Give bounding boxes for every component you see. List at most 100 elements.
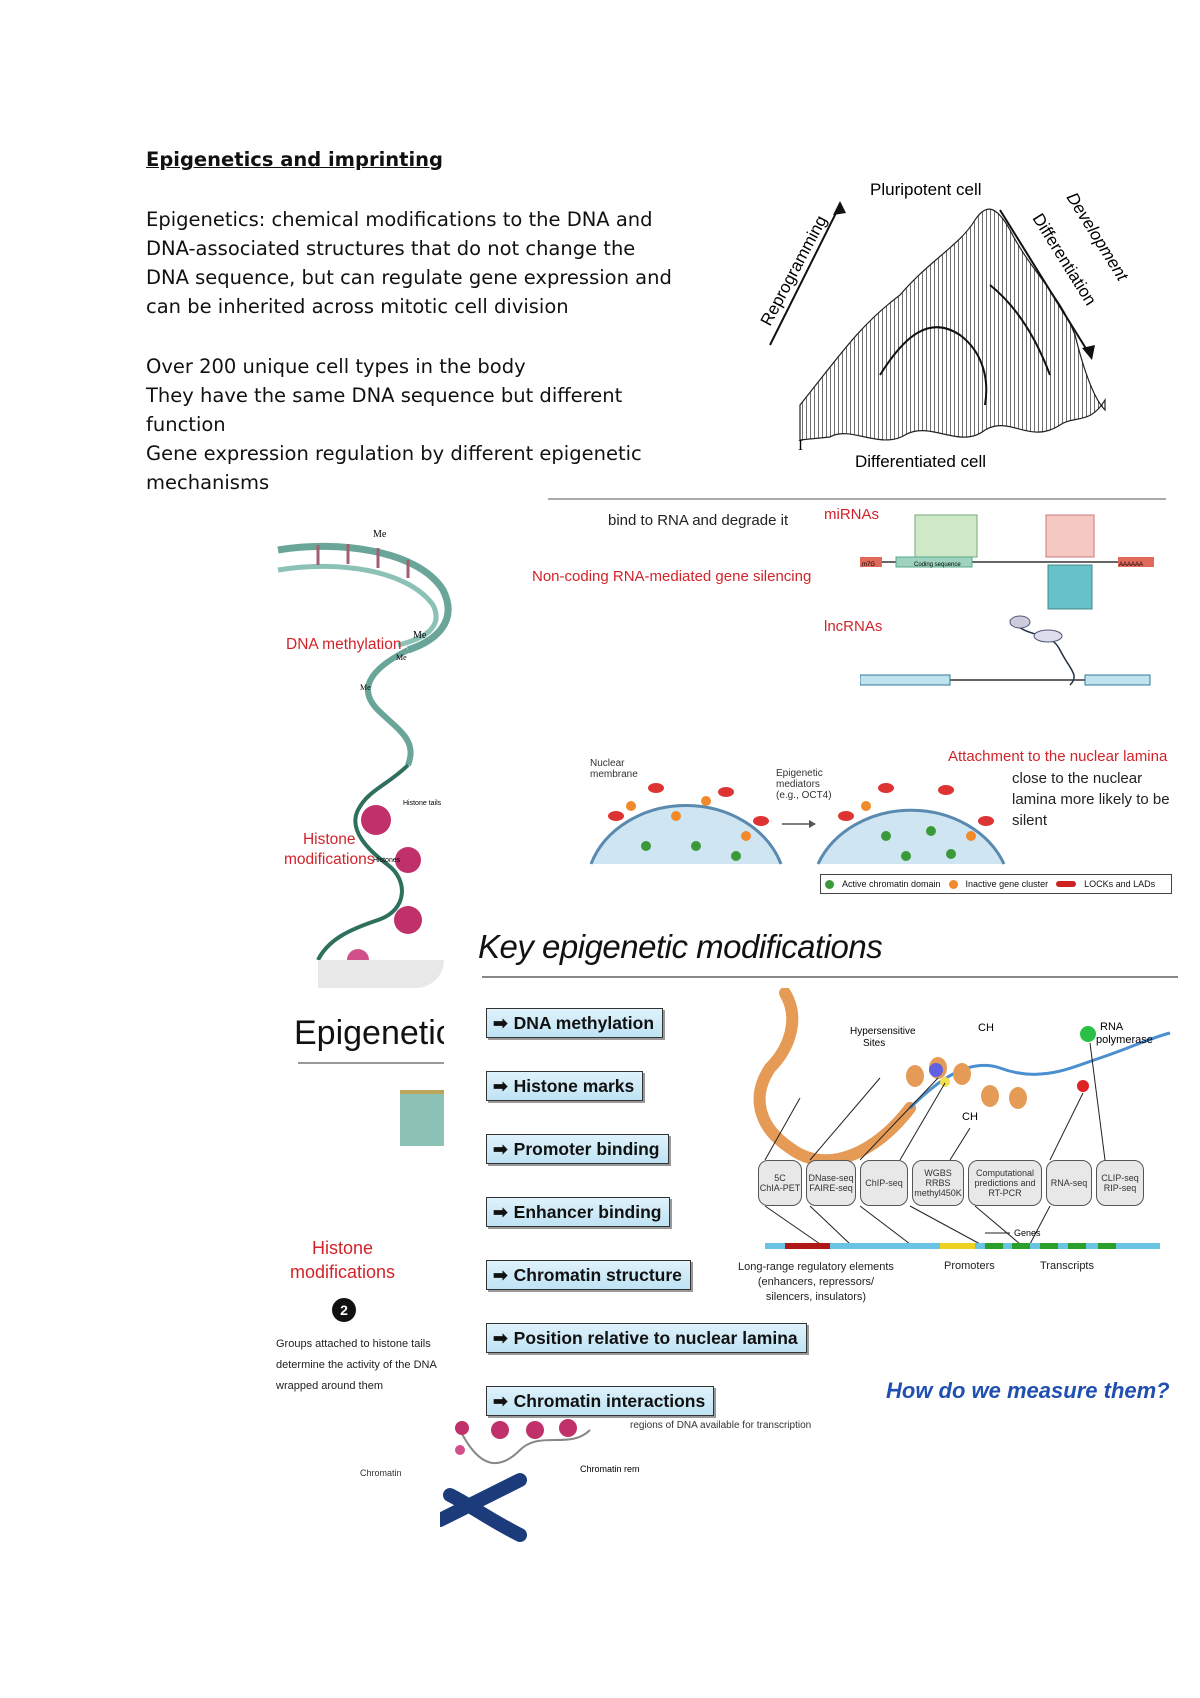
green-dot-icon	[825, 879, 834, 889]
histone-bead	[559, 1419, 577, 1437]
chromatin-drawing: Chromatin remodeller	[433, 1419, 667, 1542]
nucleus-drawing	[589, 783, 1006, 865]
helix-drawing: Me Me Me Me Histone tails Histones	[277, 529, 452, 984]
legend-item: Active chromatin domain	[842, 879, 941, 889]
label-line: membrane	[590, 769, 638, 780]
cursor-mark: I	[798, 438, 803, 454]
histone-bead	[455, 1445, 465, 1455]
box-line: DNase-seq	[808, 1173, 854, 1183]
chromatin-label: Chromatin	[360, 1468, 402, 1478]
pluripotent-label: Pluripotent cell	[870, 180, 982, 199]
mirna-box-teal	[1047, 564, 1093, 610]
box-line: RNA-seq	[1050, 1178, 1088, 1188]
label-line: (enhancers, repressors/	[757, 1276, 875, 1288]
protein-blob	[1033, 629, 1063, 643]
label-line: Histone	[312, 1238, 374, 1258]
sites-label: Sites	[863, 1038, 885, 1049]
orange-dot-icon	[948, 879, 958, 889]
methods-diagram: Hypersensitive Sites CH CH RNA polymeras…	[740, 987, 1180, 1318]
mirna-box-green	[914, 514, 978, 558]
item-nuclear-lamina-position: ➡Position relative to nuclear lamina	[486, 1323, 807, 1353]
nucleus-right	[816, 808, 1006, 865]
me-label: Me	[360, 683, 371, 692]
lncrna-label: lncRNAs	[824, 618, 883, 635]
box-line: ChIA-PET	[759, 1183, 801, 1193]
polymerase-label: polymerase	[1096, 1034, 1153, 1046]
definition-paragraph: Epigenetics: chemical modifications to t…	[146, 205, 672, 321]
transcription-note: regions of DNA available for transcripti…	[630, 1420, 812, 1431]
cell-types-paragraph: Over 200 unique cell types in the body T…	[146, 352, 642, 497]
landscape-surface	[799, 208, 1106, 441]
histone-bead	[455, 1421, 469, 1435]
me-label: Me	[413, 630, 427, 641]
arrow-head	[833, 201, 846, 215]
remodeller-label: Chromatin remodeller	[580, 1464, 640, 1474]
document-title: Epigenetics and imprinting	[146, 148, 443, 171]
gene-box	[1084, 674, 1151, 686]
text-line: Over 200 unique cell types in the body	[146, 355, 526, 378]
label-line: modifications	[290, 1262, 396, 1282]
arrow-icon: ➡	[493, 1265, 508, 1285]
epigenetic-slide-title: Epigenetic	[294, 1014, 444, 1052]
rna-diagram: Coding sequence AAAAAA m7G	[859, 510, 1160, 700]
box-line: WGBS	[924, 1168, 952, 1178]
promoters-label: Promoters	[944, 1260, 995, 1272]
dna-methylation-label: DNA methylation	[286, 636, 402, 653]
chromosome-arm	[443, 1488, 527, 1542]
rna-polymerase-icon	[1080, 1026, 1096, 1042]
measure-question: How do we measure them?	[886, 1378, 1170, 1403]
nucleosomes	[906, 1057, 1027, 1109]
arrow-icon: ➡	[493, 1076, 508, 1096]
inactive-gene-clusters	[626, 796, 976, 841]
lamina-title: Attachment to the nuclear lamina	[948, 748, 1168, 765]
histone-bead	[395, 847, 421, 873]
polya-box	[1118, 557, 1154, 567]
hypersensitive-label: Hypersensitive	[850, 1026, 916, 1037]
me-label: Me	[373, 529, 387, 540]
chromatin-fibre	[459, 1429, 591, 1465]
helix-rungs	[316, 544, 410, 578]
box-line: methyl450K	[914, 1188, 962, 1198]
note-line: close to the nuclear	[1012, 770, 1143, 787]
key-mods-heading: Key epigenetic modifications	[478, 928, 883, 965]
note-line: lamina more likely to be	[1012, 791, 1170, 808]
helix-strand	[277, 563, 439, 648]
transcript-icon	[1077, 1080, 1089, 1092]
legend-item: LOCKs and LADs	[1084, 879, 1156, 889]
transcript-elements	[985, 1243, 1116, 1249]
coding-sequence-box	[895, 556, 973, 568]
step-badge: 2	[332, 1298, 356, 1322]
text-line: DNA-associated structures that do not ch…	[146, 237, 636, 260]
box-line: RIP-seq	[1103, 1183, 1137, 1193]
connector-arrows	[764, 1042, 1106, 1245]
box-line: RT-PCR	[988, 1188, 1022, 1198]
gene-box	[859, 674, 951, 686]
cap-box	[860, 557, 882, 567]
text-line: mechanisms	[146, 471, 270, 494]
item-label: Histone marks	[513, 1076, 635, 1096]
differentiation-arrow	[999, 209, 1091, 356]
item-chromatin-structure: ➡Chromatin structure	[486, 1260, 691, 1290]
lamina-legend: Active chromatin domain Inactive gene cl…	[820, 874, 1172, 894]
slide-description: Groups attached to histone tails determi…	[276, 1334, 444, 1397]
nuclear-membrane-label: Nuclear membrane	[590, 758, 638, 780]
valley-ridge	[879, 326, 988, 406]
item-enhancer-binding: ➡Enhancer binding	[486, 1197, 671, 1227]
box-line: predictions and	[974, 1178, 1036, 1188]
histone-bead	[361, 805, 391, 835]
long-range-label: Long-range regulatory elements (enhancer…	[738, 1260, 894, 1305]
label-line: mediators	[776, 779, 820, 790]
ncrna-title: Non-coding RNA-mediated gene silencing	[532, 568, 812, 585]
landscape-drawing: Reprogramming Differentiation Developmen…	[757, 180, 1133, 471]
coding-label: Coding sequence	[914, 562, 961, 568]
histone-bead	[526, 1421, 544, 1439]
nucleus-diagram	[586, 776, 1006, 866]
slide-histone-label: Histone modifications	[290, 1236, 395, 1284]
divider-line	[548, 498, 1166, 500]
item-histone-marks: ➡Histone marks	[486, 1071, 644, 1101]
protein-icon	[940, 1077, 950, 1087]
label-line: Histone	[302, 831, 356, 848]
